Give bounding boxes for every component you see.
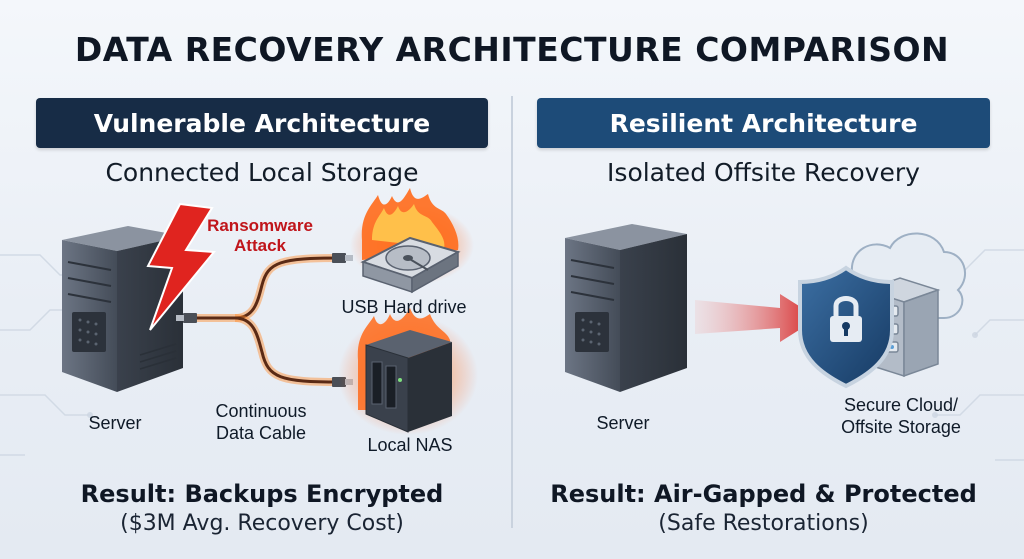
cable-label-line1: Continuous xyxy=(215,401,307,421)
usb-hard-drive-icon xyxy=(350,188,474,294)
center-divider xyxy=(511,96,513,528)
nas-icon xyxy=(338,308,478,435)
server-icon-right xyxy=(565,224,687,392)
vulnerable-result-title: Result: Backups Encrypted xyxy=(80,480,444,508)
resilient-subtitle: Isolated Offsite Recovery xyxy=(607,158,920,187)
right-server-label: Server xyxy=(596,413,650,433)
vulnerable-header: Vulnerable Architecture xyxy=(36,98,488,148)
resilient-result: Result: Air-Gapped & Protected (Safe Res… xyxy=(537,479,990,539)
server-icon xyxy=(62,226,183,392)
vulnerable-subtitle: Connected Local Storage xyxy=(105,158,419,187)
cable-icon xyxy=(176,253,353,387)
resilient-result-title: Result: Air-Gapped & Protected xyxy=(550,480,977,508)
storage-label-line2: Offsite Storage xyxy=(841,417,961,437)
ransomware-label-line1: Ransomware xyxy=(207,216,313,235)
server-label: Server xyxy=(88,413,142,433)
arrow-icon xyxy=(695,294,818,342)
shield-lock-icon xyxy=(798,265,894,389)
vulnerable-result-detail: ($3M Avg. Recovery Cost) xyxy=(120,511,404,536)
resilient-result-detail: (Safe Restorations) xyxy=(658,511,869,536)
cable-label-line2: Data Cable xyxy=(215,423,307,443)
resilient-header: Resilient Architecture xyxy=(537,98,990,148)
page-title: DATA RECOVERY ARCHITECTURE COMPARISON xyxy=(74,30,950,69)
cable-label: Continuous Data Cable xyxy=(196,400,326,444)
local-nas-label: Local NAS xyxy=(367,435,453,455)
ransomware-label-line2: Attack xyxy=(234,236,286,255)
lightning-icon xyxy=(146,202,216,331)
vulnerable-result: Result: Backups Encrypted ($3M Avg. Reco… xyxy=(36,479,488,539)
ransomware-attack-label: Ransomware Attack xyxy=(200,216,320,256)
secure-cloud-label: Secure Cloud/ Offsite Storage xyxy=(816,394,986,438)
usb-hard-drive-label: USB Hard drive xyxy=(341,297,467,317)
storage-label-line1: Secure Cloud/ xyxy=(843,395,959,415)
